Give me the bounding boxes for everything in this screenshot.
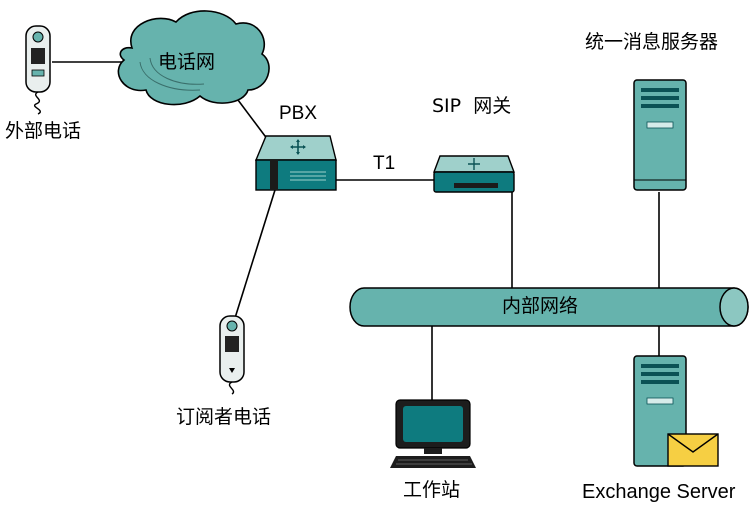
t1-label: T1 [373,153,396,174]
subscriber-phone-icon [219,315,245,395]
pbx-label: PBX [279,103,318,124]
internal-network-pipe [349,287,749,327]
workstation-icon [390,399,476,468]
phone-network-label: 电话网 [158,51,216,73]
connections [52,61,660,400]
external-phone-icon [25,25,51,115]
workstation-label: 工作站 [403,479,461,501]
um-server-icon [633,79,687,191]
um-server-label: 统一消息服务器 [585,31,719,53]
link-pbx-to-subscriber [234,189,276,319]
internal-network-label: 内部网络 [502,295,579,317]
sip-gateway-icon [432,155,516,193]
external-phone-label: 外部电话 [5,120,82,142]
subscriber-phone-label: 订阅者电话 [176,406,272,428]
exchange-server-label: Exchange Server [582,481,736,503]
cloud-icon [117,10,270,106]
envelope-icon [667,433,719,467]
sip-gateway-label: SIP 网关 [432,95,512,117]
pbx-device-icon [254,135,337,191]
